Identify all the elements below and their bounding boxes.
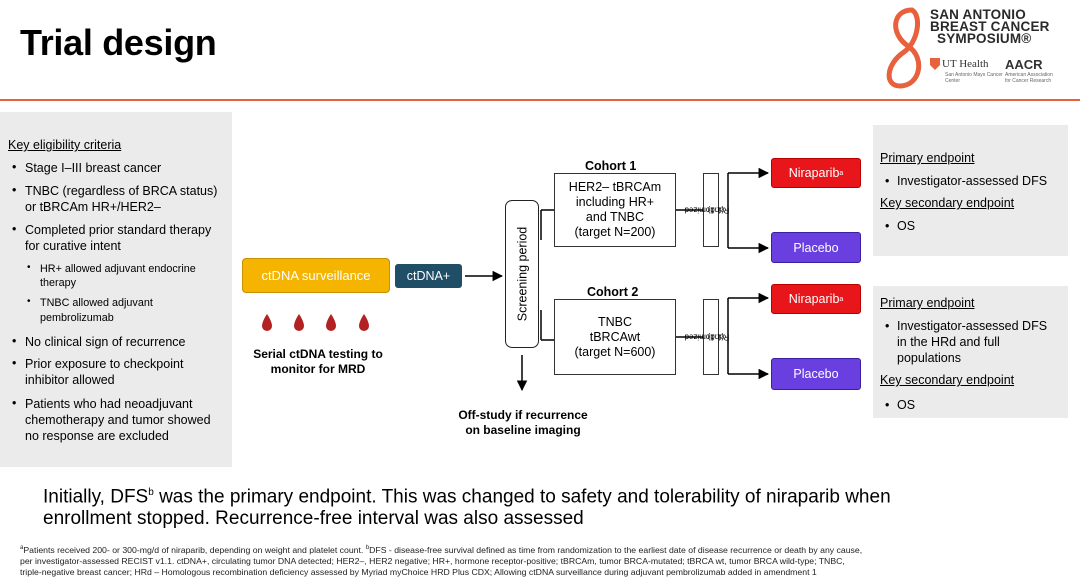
ctdna-positive-box: ctDNA+ [395,264,462,288]
eligibility-panel [0,112,232,467]
bullet-icon: • [885,319,890,333]
cohort-1-box: HER2– tBRCAm including HR+ and TNBC (tar… [554,173,676,247]
randomization-box: Randomized(1:1) [684,173,729,247]
secondary-endpoint: OS [897,398,916,412]
off-study-label: Off-study if recurrence on baseline imag… [458,408,588,437]
bullet-icon: • [12,396,17,410]
serial-testing-label: Serial ctDNA testing to monitor for MRD [253,347,383,376]
eligibility-heading: Key eligibility criteria [8,138,122,152]
bullet-icon: • [12,334,17,348]
primary-endpoint-cont: populations [897,351,961,365]
logo-partner-aacr-sub: American Association for Cancer Research [1005,72,1053,84]
sub-bullet-icon: • [27,262,31,273]
blood-drop-icon [262,314,272,331]
eligibility-item: Patients who had neoadjuvant [25,397,193,411]
screening-period-box [505,200,539,348]
bullet-icon: • [885,174,890,188]
secondary-endpoint-heading: Key secondary endpoint [880,373,1015,387]
eligibility-sub-item: TNBC allowed adjuvant [40,297,153,309]
eligibility-item: Completed prior standard therapy [25,223,212,237]
design-note: Initially, DFSb was the primary endpoint… [43,486,891,530]
logo-partner-aacr: AACR [1005,57,1043,72]
secondary-endpoint-heading: Key secondary endpoint [880,196,1015,210]
primary-endpoint-cont: in the HRd and full [897,335,1000,349]
cohort-2-title: Cohort 2 [587,285,639,299]
endpoint-panel-1 [873,125,1068,256]
ut-shield-icon [930,58,940,70]
blood-drop-icon [294,314,304,331]
footnote: aPatients received 200- or 300-mg/d of n… [20,544,863,577]
endpoint-panel-2 [873,286,1068,418]
eligibility-item: TNBC (regardless of BRCA status) [25,184,218,198]
header-divider [0,99,1080,101]
primary-endpoint-heading: Primary endpoint [880,296,975,310]
page-title: Trial design [20,22,217,63]
eligibility-item-cont: inhibitor allowed [25,373,115,387]
eligibility-item-cont: no response are excluded [25,429,169,443]
ctdna-surveillance-box: ctDNA surveillance [242,258,390,293]
cohort-2-box: TNBC tBRCAwt (target N=600) [554,299,676,375]
primary-endpoint: Investigator-assessed DFS [897,319,1048,333]
placebo-arm: Placebo [771,358,861,390]
eligibility-item-cont: or tBRCAm HR+/HER2– [25,200,161,214]
ribbon-logo-icon [886,7,922,89]
randomization-box: Randomized(1:1) [684,299,729,375]
eligibility-sub-item-cont: pembrolizumab [40,312,114,324]
logo-partner-ut-sub: San Antonio Mays Cancer Center [945,72,1003,84]
logo-name-line1: SAN ANTONIO [930,7,1026,22]
bullet-icon: • [12,222,17,236]
eligibility-item-cont: for curative intent [25,239,121,253]
secondary-endpoint: OS [897,219,916,233]
eligibility-sub-item-cont: therapy [40,277,77,289]
primary-endpoint-heading: Primary endpoint [880,151,975,165]
logo-name-line3: SYMPOSIUM® [937,31,1032,46]
bullet-icon: • [885,398,890,412]
eligibility-item: No clinical sign of recurrence [25,335,186,349]
bullet-icon: • [12,356,17,370]
cohort-1-title: Cohort 1 [585,159,637,173]
eligibility-item-cont: chemotherapy and tumor showed [25,413,211,427]
screening-period-label: Screening period [515,226,530,322]
eligibility-item: Stage I–III breast cancer [25,161,162,175]
blood-drop-icon [326,314,336,331]
bullet-icon: • [12,183,17,197]
primary-endpoint: Investigator-assessed DFS [897,174,1048,188]
logo-name-line2: BREAST CANCER [930,19,1050,34]
eligibility-item: Prior exposure to checkpoint [25,357,184,371]
bullet-icon: • [885,219,890,233]
bullet-icon: • [12,160,17,174]
sub-bullet-icon: • [27,296,31,307]
blood-drop-icon [359,314,369,331]
logo-partner-ut: UT Health [942,58,989,70]
eligibility-sub-item: HR+ allowed adjuvant endocrine [40,263,196,275]
placebo-arm: Placebo [771,232,861,263]
